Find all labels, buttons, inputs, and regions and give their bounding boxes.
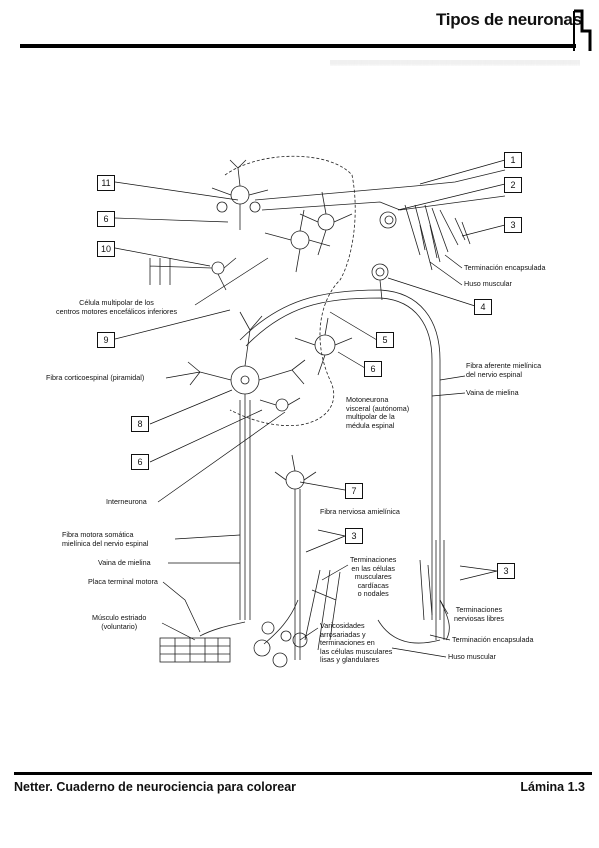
label-number-4: 4: [474, 299, 492, 315]
label-number-10: 10: [97, 241, 115, 257]
label-terminacion-encapsulada-bottom: Terminación encapsulada: [452, 635, 534, 644]
label-musculo-estriado: Músculo estriado (voluntario): [92, 613, 147, 631]
label-terminaciones-libres: Terminaciones nerviosas libres: [454, 605, 504, 623]
afferent-fiber-drawing: [239, 263, 441, 620]
page-title: Tipos de neuronas: [436, 10, 582, 29]
visceral-neuron-drawing: [294, 317, 353, 376]
label-number-6: 6: [97, 211, 115, 227]
label-celula-multipolar: Célula multipolar de los centros motores…: [56, 298, 178, 316]
label-motoneurona-visceral: Motoneurona visceral (autónoma) multipol…: [346, 395, 410, 430]
label-number-11: 11: [97, 175, 115, 191]
label-interneurona: Interneurona: [106, 497, 147, 506]
label-number-3: 3: [504, 217, 522, 233]
footer-rule: [14, 772, 592, 775]
interneuron-drawing: [259, 397, 317, 660]
cortical-neuron-cluster: [211, 159, 353, 273]
leader-lines: [114, 159, 506, 658]
book-title: Netter. Cuaderno de neurociencia para co…: [14, 780, 297, 794]
motor-neuron-drawing: [187, 311, 306, 620]
plate-number: Lámina 1.3: [520, 780, 585, 794]
label-varicosidades: Varicosidades arrosariadas y terminacion…: [320, 621, 393, 665]
label-number-1: 1: [504, 152, 522, 168]
label-fibra-corticoespinal: Fibra corticoespinal (piramidal): [46, 373, 145, 382]
label-number-2: 2: [504, 177, 522, 193]
label-number-3: 3: [345, 528, 363, 544]
label-terminaciones-cardiacas: Terminaciones en las células musculares …: [350, 555, 397, 599]
label-huso-muscular-top: Huso muscular: [464, 279, 512, 288]
bleed-through-text: ▒▒▒▒▒▒▒▒▒▒▒▒▒▒▒▒▒▒▒▒▒▒▒▒▒▒▒▒▒▒▒▒▒▒▒▒▒▒▒▒…: [330, 60, 580, 66]
label-fibra-nerviosa-amielinica: Fibra nerviosa amielínica: [320, 507, 400, 516]
label-vaina-mielina-left: Vaina de mielina: [98, 558, 151, 567]
top-right-receptors: [379, 204, 471, 271]
bottom-right-receptors: [377, 540, 450, 644]
label-huso-muscular-bottom: Huso muscular: [448, 652, 496, 661]
label-number-5: 5: [376, 332, 394, 348]
header-rule: [20, 44, 576, 48]
label-fibra-motora-somatica: Fibra motora somática mielínica del nerv…: [62, 530, 149, 548]
label-vaina-mielina-right: Vaina de mielina: [466, 388, 519, 397]
striated-muscle-drawing: [159, 621, 246, 663]
label-terminacion-encapsulada-top: Terminación encapsulada: [464, 263, 546, 272]
label-number-3: 3: [497, 563, 515, 579]
plate-tab-icon: [573, 9, 592, 51]
label-number-7: 7: [345, 483, 363, 499]
spinal-cord-outline: [224, 155, 356, 427]
label-placa-terminal: Placa terminal motora: [88, 577, 158, 586]
label-fibra-aferente: Fibra aferente mielínica del nervio espi…: [466, 361, 542, 379]
cardiac-smooth-endings: [253, 569, 341, 668]
cell-10-drawing: [149, 257, 237, 291]
label-number-8: 8: [131, 416, 149, 432]
label-number-9: 9: [97, 332, 115, 348]
label-number-6: 6: [364, 361, 382, 377]
label-number-6: 6: [131, 454, 149, 470]
